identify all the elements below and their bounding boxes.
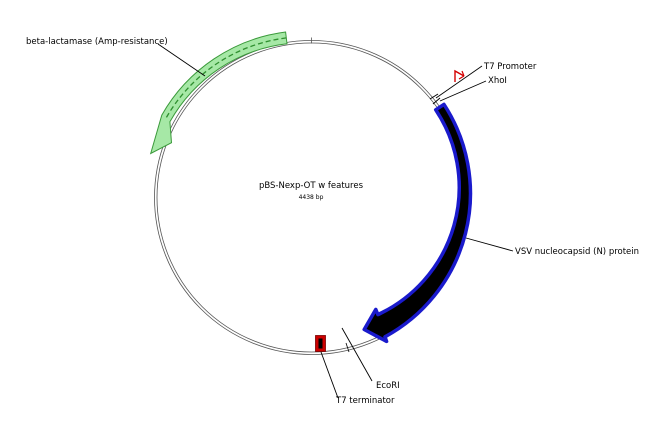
- leader-lines: [157, 43, 514, 399]
- t7-promoter-label: T7 Promoter: [483, 62, 537, 72]
- t7-promoter-arrow-icon: [454, 69, 465, 82]
- site-ticks: [345, 93, 441, 353]
- plasmid-size: 4438 bp: [299, 194, 324, 201]
- plasmid-name: pBS-Nexp-OT w features: [259, 181, 364, 191]
- ecori-label: EcoRI: [376, 381, 400, 391]
- amp-resistance-label: beta-lactamase (Amp-resistance): [26, 37, 168, 47]
- t7-terminator-feature: [315, 335, 326, 352]
- amp-resistance-feature: [149, 31, 288, 155]
- t7-terminator-label: T7 terminator: [335, 396, 395, 406]
- vsv-n-protein-feature: [362, 102, 473, 344]
- vsv-n-protein-label: VSV nucleocapsid (N) protein: [515, 247, 639, 257]
- xhoi-label: XhoI: [488, 76, 507, 86]
